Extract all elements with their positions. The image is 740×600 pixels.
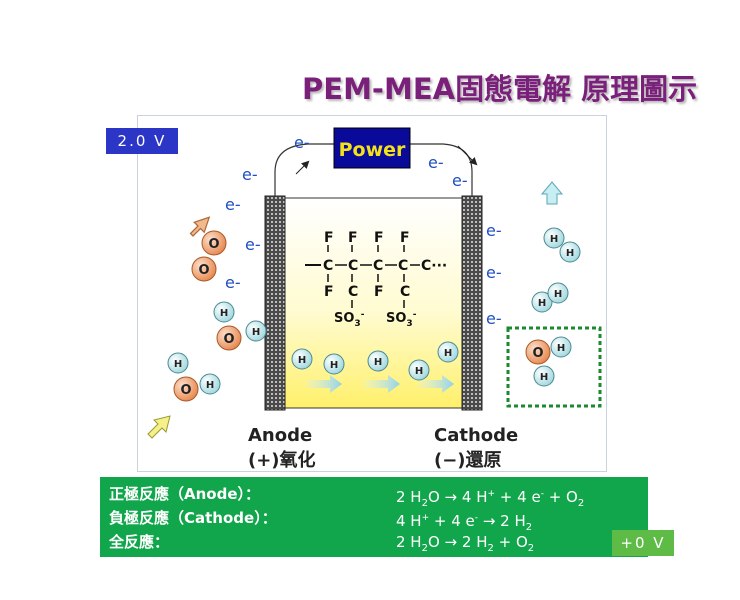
svg-text:C: C [398, 258, 408, 274]
hydrogen-atom: H [415, 366, 423, 377]
reaction-equation: 4 H+ + 4 e- → 2 H2 [396, 512, 533, 533]
anode-electrode [264, 195, 286, 411]
voltage-badge-top: 2.0 V [106, 128, 178, 154]
hydrogen-out-arrow [540, 181, 564, 205]
cathode-sub-label: (−)還原 [434, 450, 502, 471]
power-source [333, 127, 411, 169]
diagram-canvas: Power e- e- e- e- e- e- e- e- e- e- F F … [147, 127, 602, 471]
hydrogen-atom: H [444, 348, 452, 359]
electron-label: e- [486, 309, 502, 328]
oxygen-out-arrow [189, 216, 211, 237]
reaction-equation: 2 H2O → 2 H2 + O2 [396, 533, 535, 554]
svg-text:F: F [324, 284, 334, 300]
cathode-electrode [461, 195, 483, 411]
electron-label: e- [452, 171, 468, 190]
electron-label: e- [225, 195, 241, 214]
hydrogen-atom: H [330, 360, 338, 371]
nafion-molecule: F F F F C C C C C··· F C F C SO3- SO3- [305, 230, 447, 329]
hydrogen-atom: H [538, 298, 546, 309]
reaction-label: 正極反應（Anode）： [109, 485, 261, 503]
hydrogen-atom: H [252, 327, 260, 338]
svg-text:C: C [323, 258, 333, 274]
hydrogen-atom: H [374, 357, 382, 368]
hydrogen-atom: H [557, 343, 565, 354]
sulfonate-group: SO3- [334, 310, 365, 329]
hydrogen-atom: H [206, 380, 214, 391]
oxygen-atom: O [532, 346, 543, 361]
hydrogen-atom: H [220, 308, 228, 319]
page-title: PEM-MEA固態電解 原理圖示 [302, 72, 698, 106]
reaction-equation: 2 H2O → 4 H+ + 4 e- + O2 [396, 488, 585, 509]
sulfonate-group: SO3- [386, 310, 417, 329]
pem-diagram: Power e- e- e- e- e- e- e- e- e- e- F F … [137, 115, 607, 472]
hydrogen-atom: H [554, 289, 562, 300]
svg-text:C: C [400, 284, 410, 300]
svg-text:C: C [373, 258, 383, 274]
electron-label: e- [245, 235, 261, 254]
electron-label: e- [242, 165, 258, 184]
electron-label: e- [486, 221, 502, 240]
proton-flow-arrows [306, 375, 454, 393]
svg-text:C···: C··· [421, 258, 447, 274]
reaction-label: 負極反應（Cathode）： [109, 509, 277, 527]
hydrogen-atom: H [566, 248, 574, 259]
hydrogen-atom: H [550, 234, 558, 245]
oxygen-atom: O [208, 237, 219, 252]
electron-label: e- [486, 263, 502, 282]
anode-label: Anode [248, 425, 312, 446]
svg-text:F: F [374, 284, 384, 300]
svg-text:C: C [348, 258, 358, 274]
svg-text:F: F [324, 230, 334, 246]
oxygen-atom: O [223, 332, 234, 347]
hydrogen-product-box [506, 326, 602, 408]
cathode-label: Cathode [434, 425, 518, 446]
oxygen-atom: O [180, 383, 191, 398]
svg-text:F: F [400, 230, 410, 246]
svg-text:C: C [348, 284, 358, 300]
svg-text:F: F [348, 230, 358, 246]
electrolyte-membrane [284, 197, 463, 409]
oxygen-atom: O [198, 263, 209, 278]
electron-label: e- [428, 153, 444, 172]
svg-text:F: F [374, 230, 384, 246]
hydrogen-atom: H [174, 359, 182, 370]
electron-label: e- [294, 133, 310, 152]
voltage-badge-bottom: +0 V [612, 530, 674, 556]
reaction-label: 全反應： [109, 533, 170, 551]
water-in-arrow [147, 415, 171, 439]
reaction-panel: 正極反應（Anode）： 2 H2O → 4 H+ + 4 e- + O2 負極… [100, 477, 648, 557]
anode-sub-label: (+)氧化 [248, 449, 316, 471]
electron-label: e- [225, 273, 241, 292]
power-label: Power [339, 139, 406, 161]
hydrogen-atom: H [540, 372, 548, 383]
hydrogen-atom: H [298, 355, 306, 366]
